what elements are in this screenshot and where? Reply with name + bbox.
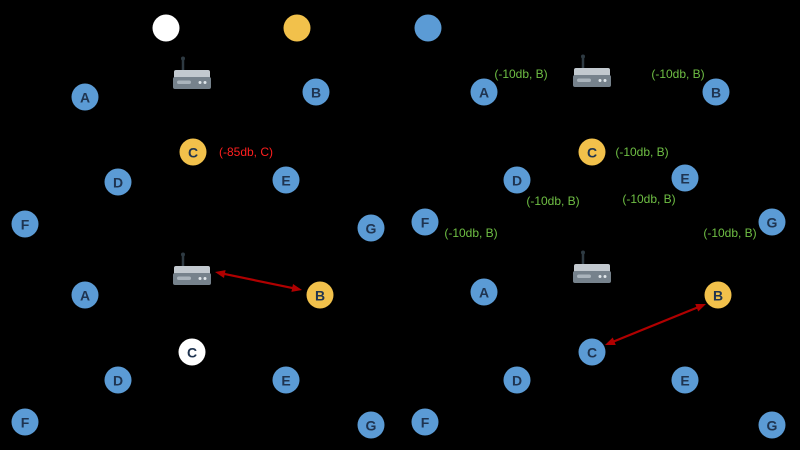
scene-2-signal-annotation-1: (-10db, B): [651, 67, 705, 81]
scene-1-node-e: E: [272, 166, 300, 194]
scene-1-wifi-router-icon: [169, 55, 215, 93]
scene-3-node-c: C: [178, 338, 206, 366]
scene-4-node-c: C: [578, 338, 606, 366]
scene-1-node-d: D: [104, 168, 132, 196]
scene-3-wifi-router-icon: [169, 251, 215, 289]
legend-node-white: [152, 14, 180, 42]
scene-3-node-e: E: [272, 366, 300, 394]
legend-node-yellow: [283, 14, 311, 42]
scene-4-node-d: D: [503, 366, 531, 394]
arrowhead: [605, 337, 616, 345]
scene-1-node-c: C: [179, 138, 207, 166]
scene-1-node-g: G: [357, 214, 385, 242]
scene-4-node-a: A: [470, 278, 498, 306]
scene-1-node-b: B: [302, 78, 330, 106]
arrowhead: [695, 304, 706, 312]
scene-4-node-b: B: [704, 281, 732, 309]
scene-3-node-g: G: [357, 411, 385, 439]
scene-1-node-f: F: [11, 210, 39, 238]
scene-2-signal-annotation-2: (-10db, B): [615, 145, 669, 159]
scene-2-signal-annotation-5: (-10db, B): [444, 226, 498, 240]
scene-2-node-e: E: [671, 164, 699, 192]
scene-4-node-e: E: [671, 366, 699, 394]
scene-2-wifi-router-icon: [569, 53, 615, 91]
scene-2-node-g: G: [758, 208, 786, 236]
scene-2-node-a: A: [470, 78, 498, 106]
arrowhead: [215, 270, 226, 278]
scene-3-node-a: A: [71, 281, 99, 309]
scene-3-node-b: B: [306, 281, 334, 309]
scene-3-node-f: F: [11, 408, 39, 436]
scene-2-node-d: D: [503, 166, 531, 194]
scene-4-wifi-router-icon: [569, 249, 615, 287]
scene-2-signal-annotation-0: (-10db, B): [494, 67, 548, 81]
scene-2-node-c: C: [578, 138, 606, 166]
scene-2-signal-annotation-3: (-10db, B): [526, 194, 580, 208]
scene-2-node-f: F: [411, 208, 439, 236]
legend-node-blue: [414, 14, 442, 42]
roam-arrow-1: [608, 304, 703, 345]
scene-2-node-b: B: [702, 78, 730, 106]
scene-3-node-d: D: [104, 366, 132, 394]
scene-4-node-f: F: [411, 408, 439, 436]
scene-2-signal-annotation-4: (-10db, B): [622, 192, 676, 206]
scene-1-node-a: A: [71, 83, 99, 111]
arrowhead: [291, 284, 302, 292]
scene-1-signal-annotation-0: (-85db, C): [218, 145, 274, 159]
scene-2-signal-annotation-6: (-10db, B): [703, 226, 757, 240]
roam-arrow-0: [218, 271, 299, 291]
scene-4-node-g: G: [758, 411, 786, 439]
